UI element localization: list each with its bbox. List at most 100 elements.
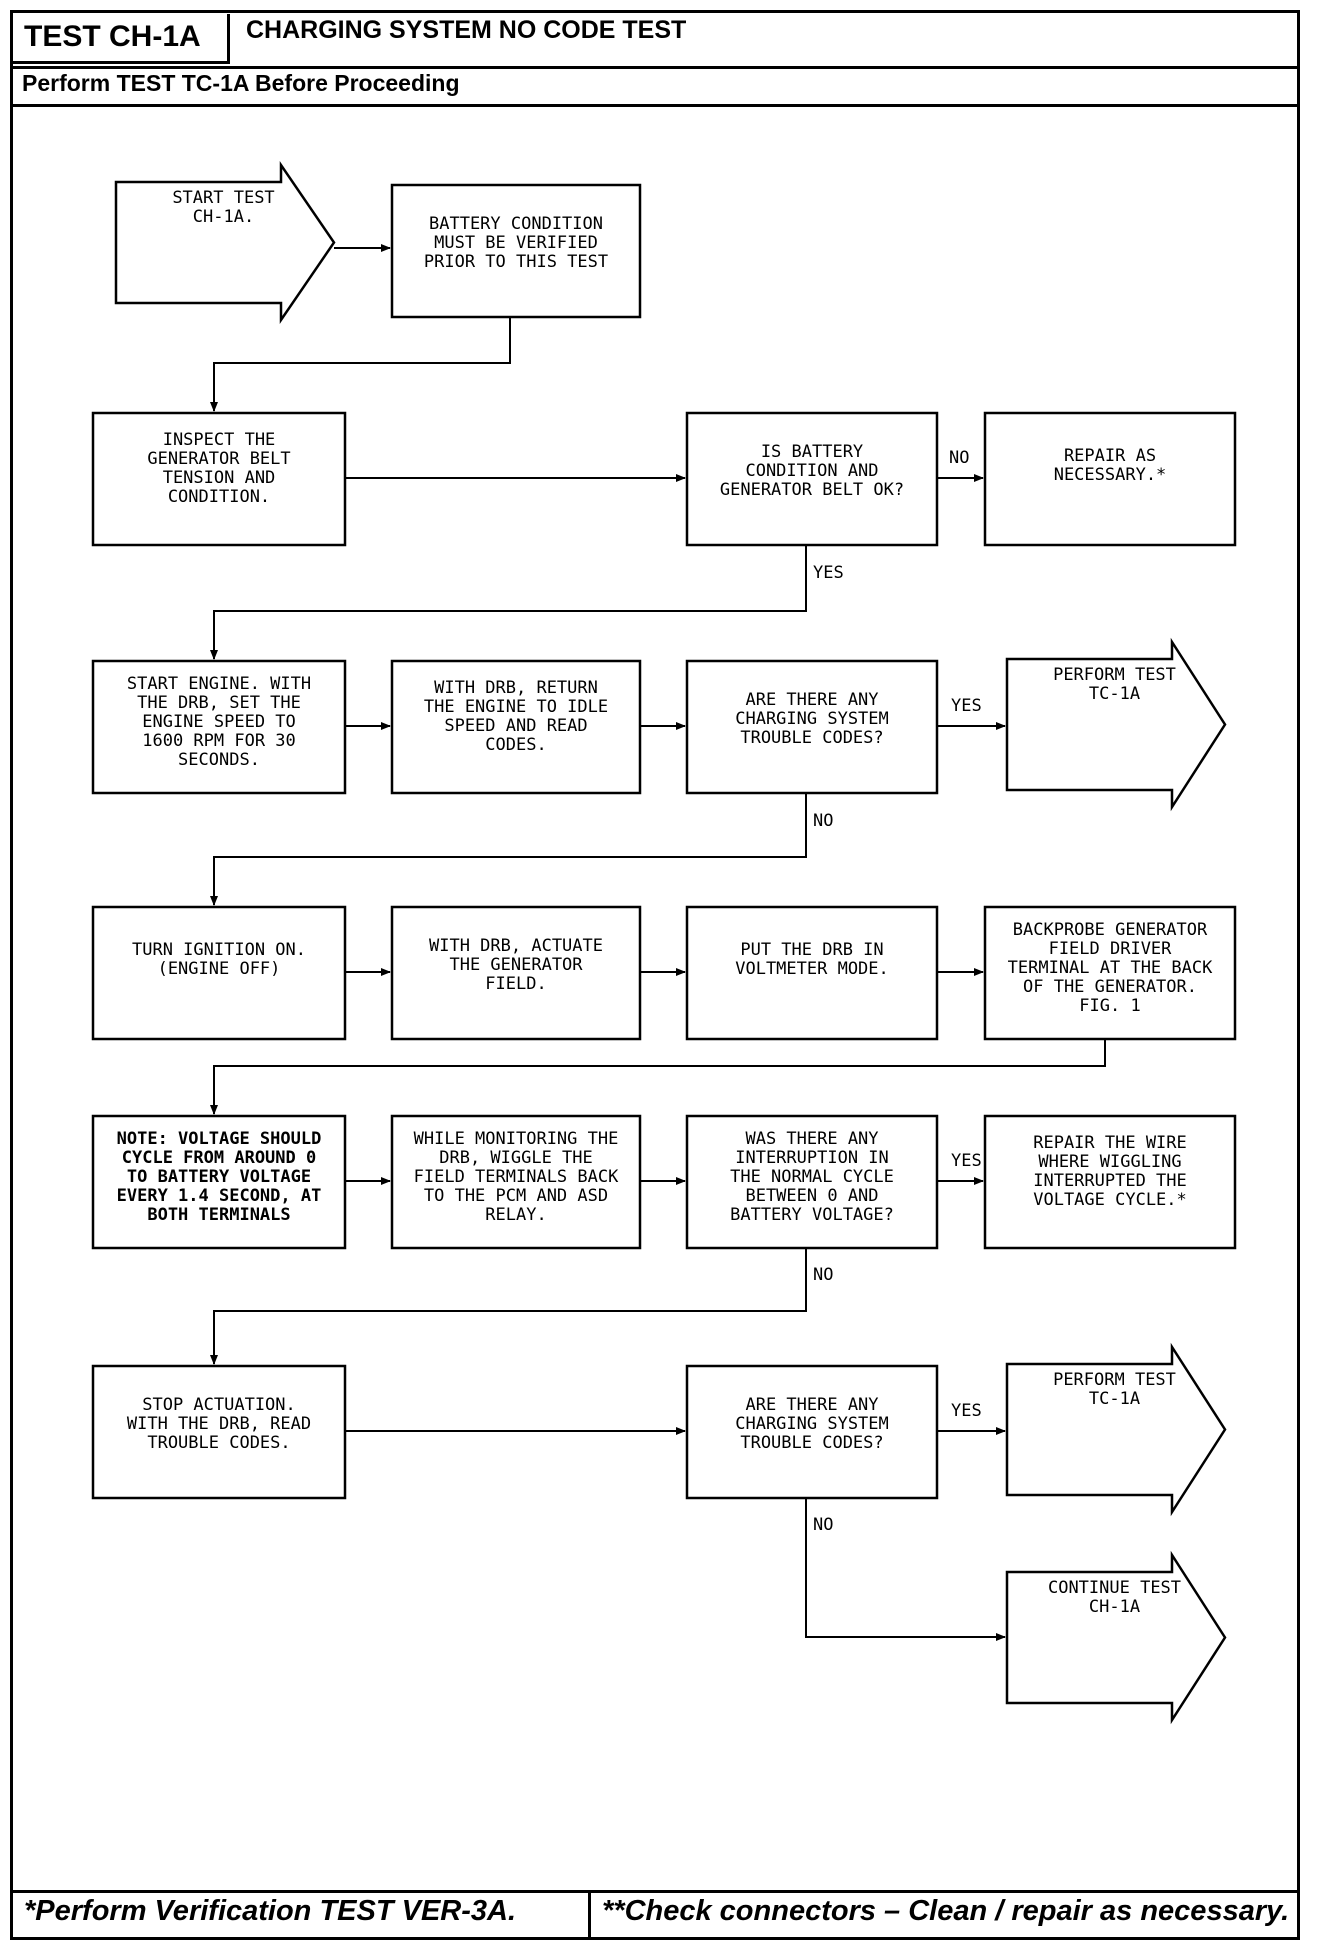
node-text-line: TC-1A [1089,684,1140,704]
node-text-line: WITH DRB, ACTUATE [429,936,603,956]
node-text-line: WITH THE DRB, READ [127,1414,311,1434]
node-text-line: NOTE: VOLTAGE SHOULD [117,1129,322,1149]
edge-interrupt-to-stop: NO [210,1248,833,1365]
edge-is-ok-to-start-engine: YES [210,545,844,660]
node-text-line: FIELD TERMINALS BACK [414,1167,619,1187]
process-box [685,1364,939,1500]
subheader-divider [12,104,1298,107]
node-text-line: IS BATTERY [761,442,863,462]
process-box [91,411,347,547]
connector-arrow [210,545,807,660]
process-box [91,1364,347,1500]
node-text-line: BATTERY VOLTAGE? [730,1205,894,1225]
process-box [685,1114,939,1250]
process-box [983,411,1237,547]
footer-divider [588,1890,591,1938]
edge-battery-to-inspect [210,317,511,412]
node-text-line: PERFORM TEST [1053,665,1176,685]
footer-note-right: **Check connectors – Clean / repair as n… [602,1895,1290,1927]
node-text-line: FIELD DRIVER [1049,939,1173,959]
process-box [685,905,939,1041]
node-text-line: GENERATOR BELT [147,449,290,469]
edge-backprobe-to-note [210,1039,1106,1115]
edge-interrupt-to-repair-wire: YES [937,1151,984,1185]
node-text-line: VOLTAGE CYCLE.* [1033,1190,1187,1210]
node-text-line: 1600 RPM FOR 30 [142,731,296,751]
node-text-line: VOLTMETER MODE. [735,959,889,979]
node-text-line: ARE THERE ANY [745,1395,878,1415]
node-text-line: START ENGINE. WITH [127,674,311,694]
edge-label-yes: YES [951,696,982,716]
arrow-shape [114,160,336,325]
process-box [390,183,642,319]
node-text-line: REPAIR THE WIRE [1033,1133,1187,1153]
edge-label-no: NO [949,448,969,468]
node-text-line: REPAIR AS [1064,446,1156,466]
test-id: TEST CH-1A [12,14,230,64]
node-text-line: TERMINAL AT THE BACK [1008,958,1213,978]
node-text-line: TC-1A [1089,1389,1140,1409]
node-text-line: STOP ACTUATION. [142,1395,296,1415]
connector-arrow [210,1039,1106,1115]
node-text-line: CH-1A. [193,207,254,227]
node-text-line: CONTINUE TEST [1048,1578,1181,1598]
footer-note-left: *Perform Verification TEST VER-3A. [24,1895,517,1927]
node-text-line: WAS THERE ANY [745,1129,878,1149]
node-text-line: THE ENGINE TO IDLE [424,697,608,717]
page-title: CHARGING SYSTEM NO CODE TEST [246,16,687,44]
process-box [91,1114,347,1250]
node-text-line: (ENGINE OFF) [158,959,281,979]
node-text-line: ARE THERE ANY [745,690,878,710]
process-box [91,905,347,1041]
connector-arrow [210,1248,807,1365]
process-box [983,1114,1237,1250]
page-frame [10,10,1300,1940]
node-text-line: TURN IGNITION ON. [132,940,306,960]
node-text-line: INTERRUPTED THE [1033,1171,1187,1191]
node-text-line: CYCLE FROM AROUND 0 [122,1148,316,1168]
arrow-shape [1005,1342,1227,1517]
node-text-line: FIG. 1 [1079,996,1140,1016]
edge-label-no: NO [813,1265,833,1285]
node-text-line: INSPECT THE [163,430,276,450]
node-text-line: WITH DRB, RETURN [434,678,598,698]
node-text-line: THE DRB, SET THE [137,693,301,713]
node-text-line: TROUBLE CODES. [147,1433,290,1453]
node-text-line: BETWEEN 0 AND [745,1186,878,1206]
edge-is-ok-to-repair1: NO [937,448,984,482]
node-text-line: TENSION AND [163,468,276,488]
process-box [685,659,939,795]
node-text-line: TROUBLE CODES? [740,1433,883,1453]
node-text-line: CHARGING SYSTEM [735,709,889,729]
node-text-line: SPEED AND READ [444,716,587,736]
node-text-line: THE GENERATOR [449,955,583,975]
header-divider [12,66,1298,69]
edge-label-yes: YES [951,1401,982,1421]
node-text-line: START TEST [172,188,274,208]
node-text-line: PUT THE DRB IN [740,940,883,960]
node-text-line: THE NORMAL CYCLE [730,1167,894,1187]
node-ignition: TURN IGNITION ON.(ENGINE OFF) [91,905,347,1041]
edge-codes2-to-continue: NO [805,1498,1006,1641]
node-text-line: BATTERY CONDITION [429,214,603,234]
node-text-line: BACKPROBE GENERATOR [1013,920,1208,940]
arrow-shape [1005,637,1227,812]
node-text-line: TO THE PCM AND ASD [424,1186,608,1206]
process-box [685,411,939,547]
node-text-line: CHARGING SYSTEM [735,1414,889,1434]
node-text-line: CODES. [485,735,546,755]
